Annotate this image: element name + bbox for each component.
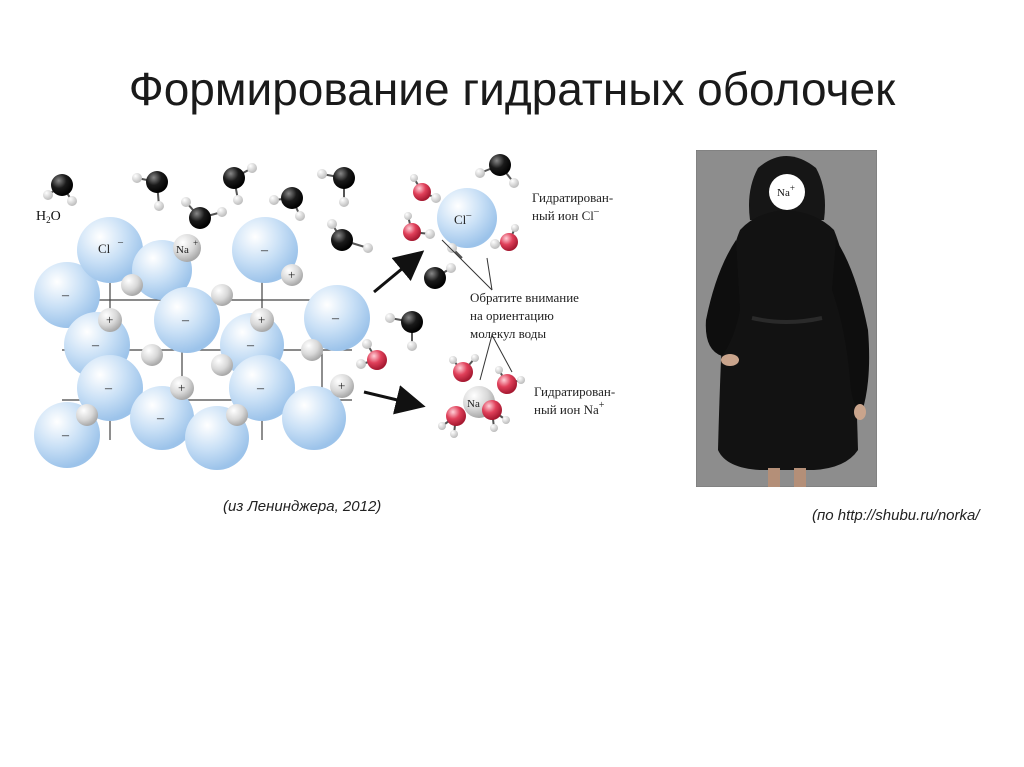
na-ion [226, 404, 248, 426]
minus-sign: – [331, 311, 340, 326]
water-molecule [495, 366, 525, 394]
water-molecule [410, 174, 441, 203]
note-line1: Обратите внимание [470, 290, 579, 305]
hydrated-na-ion: Na [438, 354, 525, 438]
face-na-label: Na+ [777, 183, 795, 199]
na-ion [281, 264, 303, 286]
plus-sign: + [258, 312, 265, 327]
water-formula-label: H2O [36, 209, 61, 225]
crystal-na-ions [76, 234, 354, 426]
na-ion [170, 376, 194, 400]
note-line3: молекул воды [470, 326, 546, 341]
arrow-to-hydrated-cl [373, 250, 425, 294]
water-molecule [43, 174, 77, 206]
minus-sign: – [91, 338, 100, 353]
water-molecule [475, 154, 519, 188]
water-molecule [449, 354, 479, 382]
caption-left: (из Ленинджера, 2012) [223, 498, 382, 515]
cl-ion [34, 262, 100, 328]
cl-ion [304, 285, 370, 351]
crystal-ion-labels: Cl – Na + – – – – – – – – – – + + + + + [61, 237, 345, 443]
water-molecule [317, 167, 355, 207]
na-ion [211, 284, 233, 306]
na-ion [301, 339, 323, 361]
water-molecule [490, 224, 519, 251]
svg-text:Cl–: Cl– [454, 210, 472, 227]
hydrated-cl-label-line2: ный ион Cl– [532, 206, 600, 223]
water-molecule [181, 197, 227, 229]
hydration-diagram: Cl – Na + – – – – – – – – – – + + + + + [34, 154, 615, 470]
na-ion [98, 308, 122, 332]
water-molecule [447, 243, 463, 259]
note-leader-lines [441, 239, 513, 381]
minus-sign: – [61, 428, 70, 443]
coat-silhouette [718, 210, 858, 470]
water-molecule [132, 171, 168, 211]
cl-ion [282, 386, 346, 450]
crystal-cl-label: Cl [98, 241, 111, 256]
note-line2: на ориентацию [470, 308, 554, 323]
minus-sign: – [260, 243, 269, 258]
hydrated-na-label-line1: Гидратирован- [534, 384, 615, 399]
minus-sign: – [181, 313, 190, 328]
na-ion [330, 374, 354, 398]
cl-ion [130, 386, 194, 450]
crystal-na-label: Na [176, 244, 189, 256]
water-molecule [482, 400, 510, 432]
hydrated-cl-ion: Cl– [403, 174, 519, 259]
caption-right: (по http://shubu.ru/norka/ [812, 507, 980, 524]
minus-sign: – [104, 381, 113, 396]
arrow-to-hydrated-na [363, 385, 426, 415]
free-water-molecules [43, 154, 519, 351]
minus-sign: – [61, 288, 70, 303]
na-ion [141, 344, 163, 366]
svg-text:+: + [193, 238, 198, 248]
na-ion [121, 274, 143, 296]
na-ion [250, 308, 274, 332]
water-molecule [385, 311, 423, 351]
water-molecule [223, 163, 257, 205]
water-molecule [327, 219, 373, 253]
minus-sign: – [246, 338, 255, 353]
cl-ion [229, 355, 295, 421]
plus-sign: + [338, 378, 345, 393]
plus-sign: + [178, 380, 185, 395]
water-molecule [424, 263, 456, 289]
face-circle [769, 174, 805, 210]
cl-ion [154, 287, 220, 353]
escaping-water [356, 339, 387, 370]
svg-text:Na: Na [467, 398, 480, 410]
fur-coat-photo: Na+ [696, 150, 877, 487]
na-ion [173, 234, 201, 262]
hydrated-na-label-line2: ный ион Na+ [534, 400, 605, 417]
na-ion [211, 354, 233, 376]
cl-ion [232, 217, 298, 283]
svg-text:–: – [117, 237, 124, 248]
cl-ion [77, 355, 143, 421]
hydrated-cl-label-line1: Гидратирован- [532, 190, 613, 205]
plus-sign: + [106, 312, 113, 327]
cl-ion [77, 217, 143, 283]
minus-sign: – [156, 411, 165, 426]
plus-sign: + [288, 267, 295, 282]
na-ion [76, 404, 98, 426]
minus-sign: – [256, 381, 265, 396]
slide-title: Формирование гидратных оболочек [128, 63, 896, 115]
water-molecule [403, 212, 435, 241]
crystal-cl-ions [34, 217, 370, 470]
water-molecule [438, 406, 466, 438]
water-molecule [269, 187, 305, 221]
